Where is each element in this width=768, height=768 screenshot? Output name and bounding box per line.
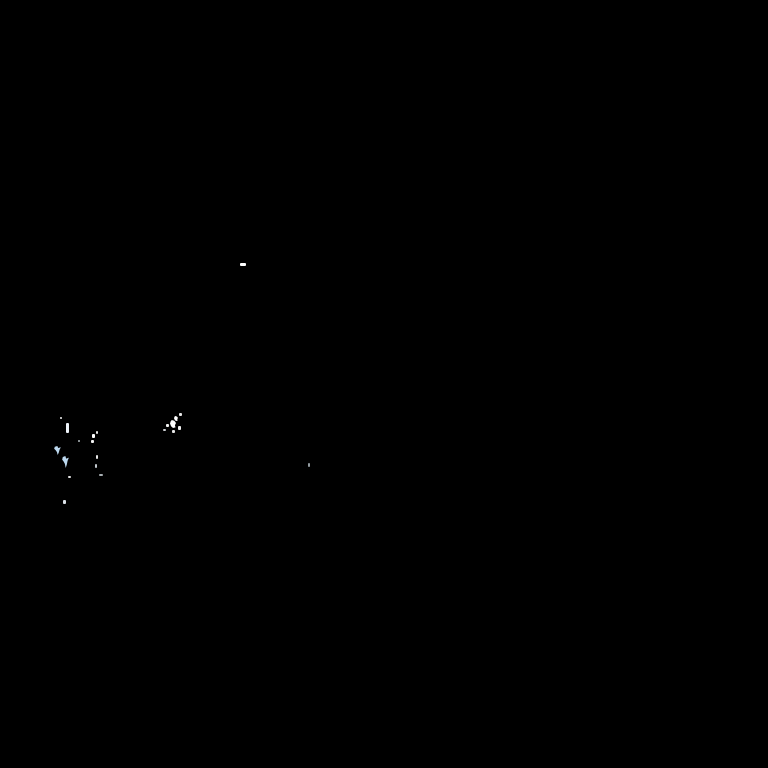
speck-left-dot-mid-a bbox=[78, 440, 80, 442]
speck-blob-core-a bbox=[170, 420, 176, 428]
speck-mid-cluster-a bbox=[92, 434, 95, 438]
speck-left-dot-top bbox=[60, 417, 62, 419]
speck-blob-core-b bbox=[174, 416, 178, 421]
speck-dash-upper bbox=[240, 263, 246, 266]
speck-blob-sat-d bbox=[163, 429, 166, 431]
speck-mid-cluster-c bbox=[91, 440, 94, 443]
speck-bird-upper bbox=[54, 446, 61, 455]
speck-blob-sat-e bbox=[172, 430, 175, 433]
speck-mid-dot-a bbox=[96, 455, 98, 459]
speck-left-dot-low bbox=[68, 476, 71, 478]
speck-bird-lower bbox=[62, 456, 69, 468]
speck-mid-cluster-b bbox=[96, 431, 98, 434]
speck-mid-dot-b bbox=[95, 464, 97, 468]
speck-right-faint-dot bbox=[308, 463, 310, 467]
speck-blob-sat-a bbox=[166, 424, 169, 427]
speck-mid-dot-c bbox=[99, 474, 103, 476]
speck-left-dot-bottom bbox=[63, 500, 66, 504]
speck-blob-sat-b bbox=[179, 413, 182, 416]
speck-blob-sat-c bbox=[178, 426, 181, 430]
speck-left-streak bbox=[66, 423, 69, 433]
